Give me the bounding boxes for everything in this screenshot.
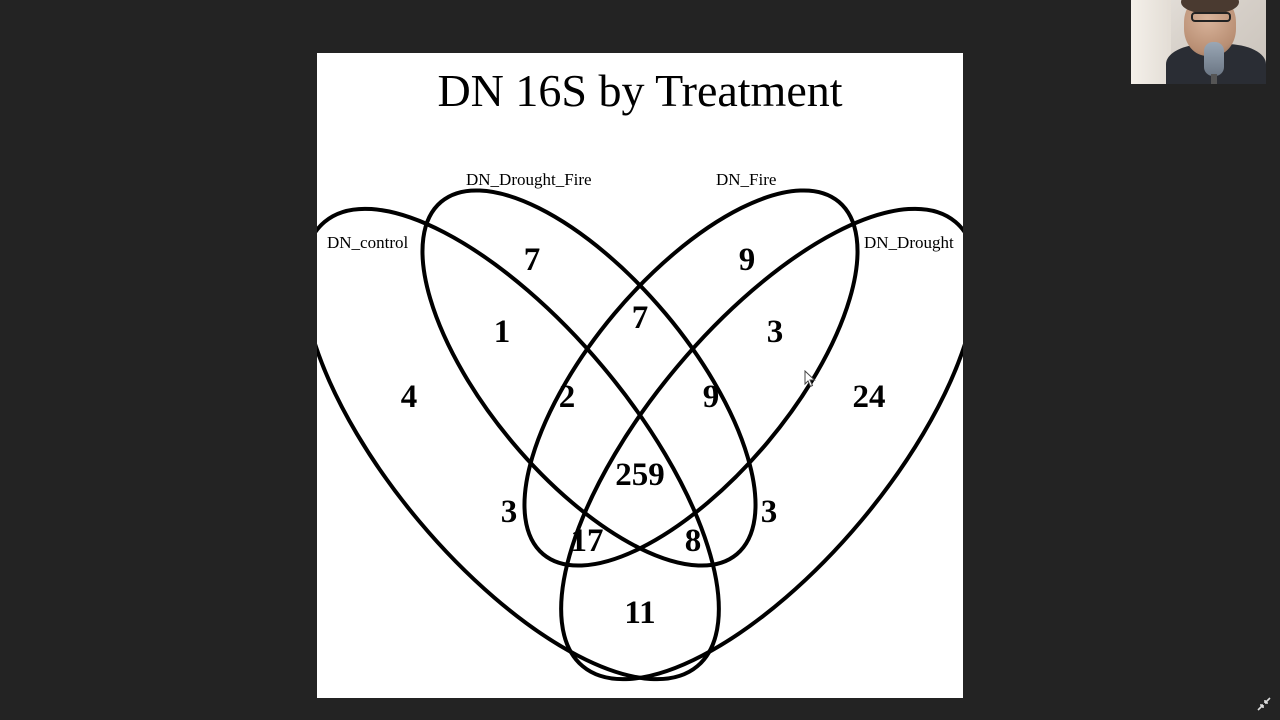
mouse-pointer-icon [804,370,816,388]
venn-diagram: DN 16S by Treatment DN_control DN_Drough… [317,53,963,698]
region-count-droughtfire-drought: 3 [761,494,778,530]
slide: DN 16S by Treatment DN_control DN_Drough… [317,53,963,698]
region-count-control-fire-drought: 17 [571,523,604,559]
set-ellipse-dn-drought [491,145,963,698]
region-count-drought-only: 24 [853,379,886,415]
region-count-fire-drought: 3 [767,314,784,350]
region-count-fire-only: 9 [739,242,756,278]
region-count-control-droughtfire: 1 [494,314,511,350]
webcam-video-thumbnail [1131,0,1266,84]
diagram-title: DN 16S by Treatment [437,65,842,116]
set-label-dn-fire: DN_Fire [716,170,776,189]
region-count-control-droughtfire-fire: 2 [559,379,576,415]
region-count-droughtfire-fire: 7 [632,300,649,336]
set-ellipse-dn-control [317,145,789,698]
region-count-control-droughtfire-drought: 8 [685,523,702,559]
set-label-dn-drought: DN_Drought [864,233,954,252]
region-count-control-drought: 11 [624,595,655,631]
region-count-control-only: 4 [401,379,418,415]
region-count-all-four: 259 [615,457,665,493]
region-count-control-fire: 3 [501,494,518,530]
region-count-droughtfire-fire-drought: 9 [703,379,720,415]
exit-fullscreen-icon[interactable] [1255,695,1273,713]
set-label-dn-control: DN_control [327,233,408,252]
set-label-dn-drought-fire: DN_Drought_Fire [466,170,592,189]
region-count-drought-fire-only: 7 [524,242,541,278]
